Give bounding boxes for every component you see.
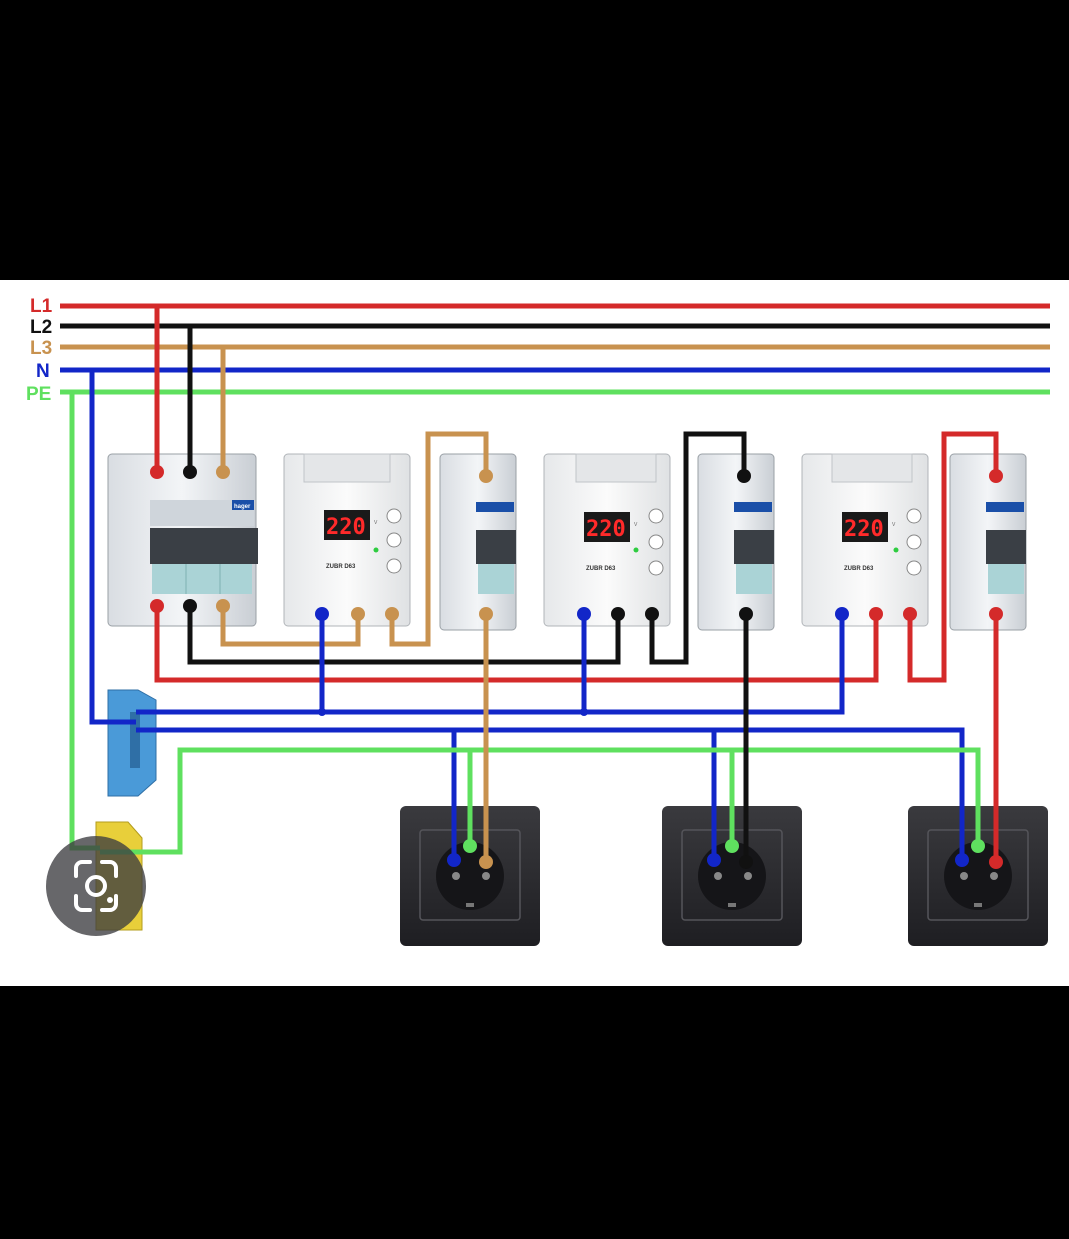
relay3-in-terminal — [869, 607, 883, 621]
voltage-relay-3: 220 V ZUBR D63 — [801, 453, 929, 627]
relay1-in-terminal — [351, 607, 365, 621]
socket2-l-pin — [739, 855, 753, 869]
breaker-2 — [697, 453, 775, 631]
relay-2-unit: V — [634, 522, 638, 528]
breaker1-out-terminal — [479, 607, 493, 621]
neutral-socket-bus — [136, 727, 965, 860]
main-breaker-out-l3 — [216, 599, 230, 613]
socket3-n-pin — [955, 853, 969, 867]
relay1-to-breaker1 — [389, 431, 489, 647]
main-breaker-3pole: hager — [107, 453, 258, 627]
breaker-brand-label: hager — [234, 504, 251, 510]
breaker2-out-terminal — [739, 607, 753, 621]
wires — [60, 303, 1050, 862]
l1-to-relay3 — [154, 606, 879, 683]
neutral-feed — [89, 370, 136, 725]
socket1-pe-pin — [463, 839, 477, 853]
main-breaker-out-l2 — [183, 599, 197, 613]
relay3-n-terminal — [835, 607, 849, 621]
socket1-l-pin — [479, 855, 493, 869]
l3-to-relay1 — [220, 606, 361, 647]
voltage-relay-2: 220 V ZUBR D63 — [543, 453, 671, 627]
breaker-1 — [439, 453, 517, 631]
relay2-to-breaker2 — [649, 431, 747, 665]
socket2-n-pin — [707, 853, 721, 867]
neutral-terminal-block — [107, 689, 157, 797]
main-breaker-in-l2 — [183, 465, 197, 479]
terminals — [150, 465, 1003, 869]
relay-2-model: ZUBR D63 — [586, 566, 616, 572]
relay1-out-terminal — [385, 607, 399, 621]
relay-1-model: ZUBR D63 — [326, 564, 356, 570]
neutral-junction-1 — [318, 708, 326, 716]
breaker2-in-terminal — [737, 469, 751, 483]
lens-camera-icon[interactable] — [46, 836, 146, 936]
l2-to-relay2 — [187, 606, 621, 665]
bus-label-l2: L2 — [30, 317, 52, 338]
neutral-junction-2 — [580, 708, 588, 716]
main-breaker-in-l3 — [216, 465, 230, 479]
bus-label-n: N — [36, 361, 50, 382]
relay3-out-terminal — [903, 607, 917, 621]
relay1-n-terminal — [315, 607, 329, 621]
relay-3-reading: 220 — [844, 517, 884, 542]
relay2-out-terminal — [645, 607, 659, 621]
top-letterbox — [0, 0, 1069, 280]
breaker-3 — [949, 453, 1027, 631]
socket3-l-pin — [989, 855, 1003, 869]
relay-1-reading: 220 — [326, 515, 366, 540]
socket1-n-pin — [447, 853, 461, 867]
bus-label-l1: L1 — [30, 296, 53, 317]
voltage-relay-1: 220 V ZUBR D63 — [283, 453, 411, 627]
main-breaker-in-l1 — [150, 465, 164, 479]
bus-labels: L1 L2 L3 N PE — [26, 296, 53, 405]
socket3-pe-pin — [971, 839, 985, 853]
relay-1-unit: V — [374, 520, 378, 526]
relay2-n-terminal — [577, 607, 591, 621]
bus-label-pe: PE — [26, 384, 51, 405]
breaker1-in-terminal — [479, 469, 493, 483]
neutral-relay-bus — [136, 614, 845, 715]
bus-label-l3: L3 — [30, 338, 52, 359]
bottom-letterbox — [0, 986, 1069, 1234]
relay-3-model: ZUBR D63 — [844, 566, 874, 572]
main-breaker-out-l1 — [150, 599, 164, 613]
socket2-pe-pin — [725, 839, 739, 853]
earth-socket-bus — [100, 747, 981, 855]
relay-3-unit: V — [892, 522, 896, 528]
relay3-to-breaker3 — [907, 431, 999, 683]
relay-2-reading: 220 — [586, 517, 626, 542]
breaker3-out-terminal — [989, 607, 1003, 621]
breaker3-in-terminal — [989, 469, 1003, 483]
relay2-in-terminal — [611, 607, 625, 621]
